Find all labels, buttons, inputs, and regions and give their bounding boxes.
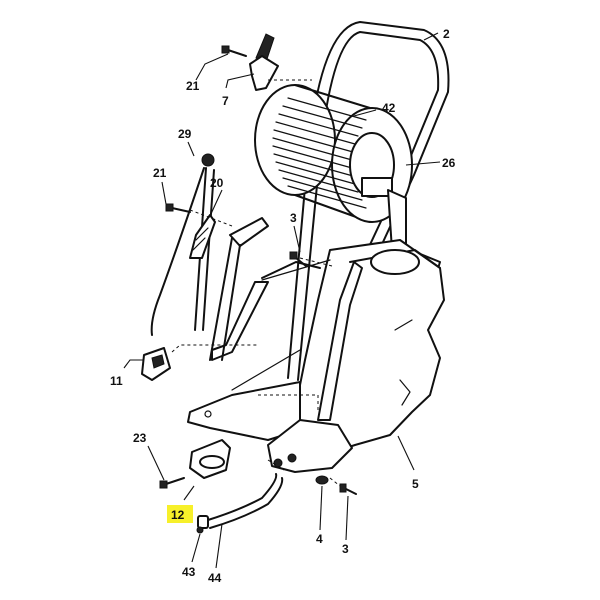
label-43: 43 xyxy=(182,565,196,579)
label-20: 20 xyxy=(210,176,224,190)
washer-4 xyxy=(315,475,329,485)
label-42: 42 xyxy=(382,101,396,115)
label-21-mid: 21 xyxy=(153,166,167,180)
label-7: 7 xyxy=(222,94,229,108)
label-4: 4 xyxy=(316,532,323,546)
screw-21-top xyxy=(221,45,247,57)
screw-3-bottom xyxy=(339,483,357,495)
label-2: 2 xyxy=(443,27,450,41)
highlight-12 xyxy=(167,505,193,523)
label-44: 44 xyxy=(208,571,222,585)
chassis xyxy=(187,381,353,473)
label-26: 26 xyxy=(442,156,456,170)
leader-lines xyxy=(123,32,441,569)
assembly-guides xyxy=(171,79,341,487)
label-3-top: 3 xyxy=(290,211,297,225)
washer-43 xyxy=(196,526,204,534)
label-29: 29 xyxy=(178,127,192,141)
label-12: 12 xyxy=(171,508,185,522)
spray-lance xyxy=(150,167,205,336)
screw-21-mid xyxy=(165,203,191,213)
holder-part xyxy=(189,439,231,479)
callout-labels: 2 21 7 42 29 26 21 20 3 11 23 5 12 4 3 4… xyxy=(110,27,456,585)
screw-23 xyxy=(159,477,185,489)
hose-coils xyxy=(272,97,367,209)
label-21-top: 21 xyxy=(186,79,200,93)
label-5: 5 xyxy=(412,477,419,491)
outlet-hose xyxy=(197,473,284,529)
label-3-bottom: 3 xyxy=(342,542,349,556)
trigger-handle xyxy=(249,33,279,91)
screw-3-top xyxy=(289,251,307,267)
side-rails xyxy=(209,217,363,421)
label-11: 11 xyxy=(110,374,123,388)
hose-clamp xyxy=(141,347,171,381)
clip-part xyxy=(189,214,216,259)
label-23: 23 xyxy=(133,431,147,445)
